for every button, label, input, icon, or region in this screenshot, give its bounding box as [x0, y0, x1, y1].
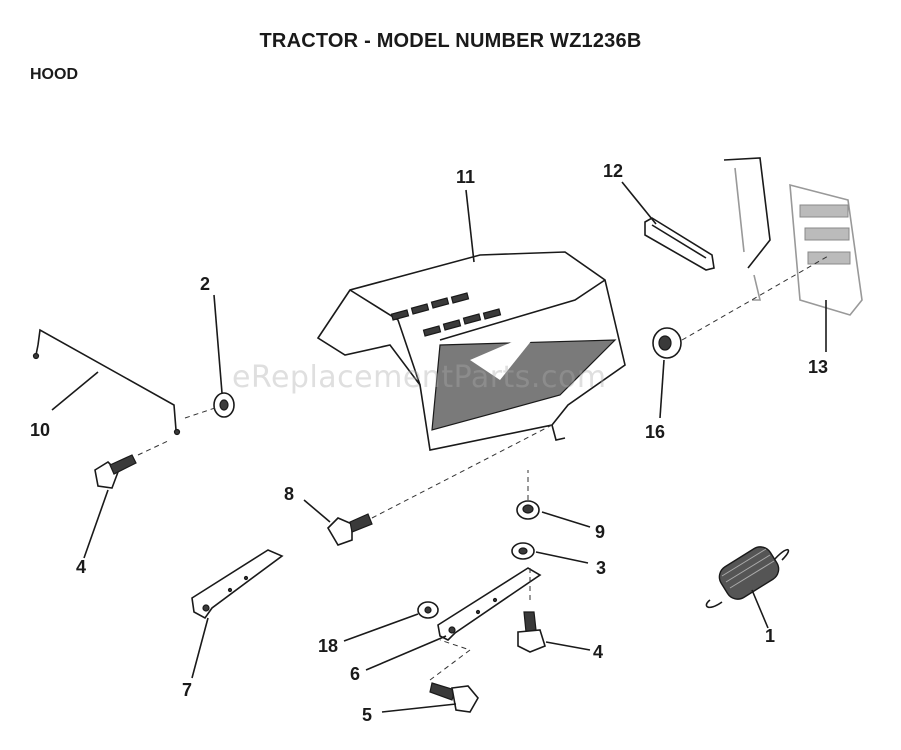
- callout-10: 10: [30, 420, 50, 440]
- callout-3: 3: [596, 558, 606, 578]
- callouts: 11 12 2 13 10 16 8 9 4 3 1 18 4 6 7 5: [30, 161, 828, 725]
- part-12-bracket: [644, 217, 715, 271]
- part-18-washer: [417, 601, 439, 619]
- part-3-washer: [511, 542, 535, 560]
- section-label: HOOD: [30, 66, 78, 83]
- hood-vents: [390, 292, 502, 337]
- callout-6: 6: [350, 664, 360, 684]
- callout-1: 1: [765, 626, 775, 646]
- callout-2: 2: [200, 274, 210, 294]
- callout-4-lower: 4: [593, 642, 603, 662]
- part-16-spacer: [652, 327, 682, 359]
- callout-13: 13: [808, 357, 828, 377]
- callout-16: 16: [645, 422, 665, 442]
- assembly-lines: [137, 254, 831, 681]
- part-4-bolt-upper: [94, 454, 137, 489]
- callout-11: 11: [456, 167, 475, 187]
- part-9-nut: [516, 500, 540, 520]
- callout-5: 5: [362, 705, 372, 725]
- callout-7: 7: [182, 680, 192, 700]
- part-5-bolt: [429, 682, 479, 713]
- part-7-bracket: [191, 549, 284, 620]
- part-6-link: [437, 567, 542, 641]
- part-4-bolt-lower: [517, 611, 546, 653]
- callout-12: 12: [603, 161, 623, 181]
- part-8-bolt: [326, 513, 373, 546]
- leader-lines: [51, 181, 827, 713]
- part-13-frame: [723, 157, 863, 316]
- callout-4-upper: 4: [76, 557, 86, 577]
- diagram-title: TRACTOR - MODEL NUMBER WZ1236B: [259, 30, 642, 52]
- callout-9: 9: [595, 522, 605, 542]
- callout-18: 18: [318, 636, 338, 656]
- part-11-hood: [316, 251, 626, 451]
- part-10-rod: [32, 328, 181, 436]
- part-1-spring: [705, 546, 790, 609]
- callout-8: 8: [284, 484, 294, 504]
- part-2-nut: [213, 392, 235, 418]
